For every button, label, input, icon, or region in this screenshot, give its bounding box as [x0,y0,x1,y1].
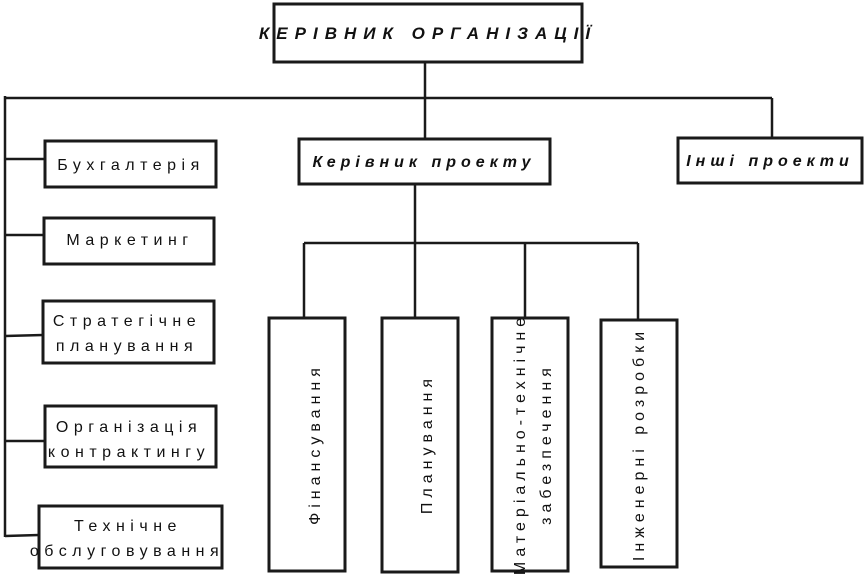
project-manager-node: Керівник проекту [297,137,552,186]
department-tech-service: Технічне обслуговування [30,504,224,570]
department-contracting: Організація контрактингу [43,404,218,469]
project-manager-label: Керівник проекту [312,154,535,171]
root-label: КЕРІВНИК ОРГАНІЗАЦІЇ [259,24,597,43]
unit-label: Фінансування [307,363,324,525]
unit-label: Планування [419,374,436,514]
department-label-line2: планування [56,338,198,355]
root-node: КЕРІВНИК ОРГАНІЗАЦІЇ [259,2,597,64]
department-label-line2: обслуговування [30,543,224,560]
department-label-line1: Стратегічне [53,313,201,330]
unit-label-line1: Матеріально-технічне [512,313,529,575]
department-label: Бухгалтерія [57,157,205,174]
department-label-line1: Технічне [74,518,182,535]
connector-to-tech-service [4,533,40,538]
department-label: Маркетинг [66,232,193,249]
unit-finance: Фінансування [267,316,347,573]
department-label-line1: Організація [56,419,202,436]
department-bukhalteriia: Бухгалтерія [43,139,218,189]
unit-label: Інженерні розробки [631,327,648,561]
department-marketing: Маркетинг [42,216,216,266]
other-projects-label: Інші проекти [686,153,854,170]
department-strategic-planning: Стратегічне планування [41,299,216,365]
connectors [3,63,774,538]
unit-engineering: Інженерні розробки [599,318,679,569]
unit-logistics: Матеріально-технічне забезпечення [490,313,570,575]
unit-label-line2: забезпечення [538,363,555,525]
connector-to-strategic-planning [4,333,44,338]
department-label-line2: контрактингу [48,444,210,461]
unit-planning: Планування [380,316,460,574]
other-projects-node: Інші проекти [676,136,864,185]
